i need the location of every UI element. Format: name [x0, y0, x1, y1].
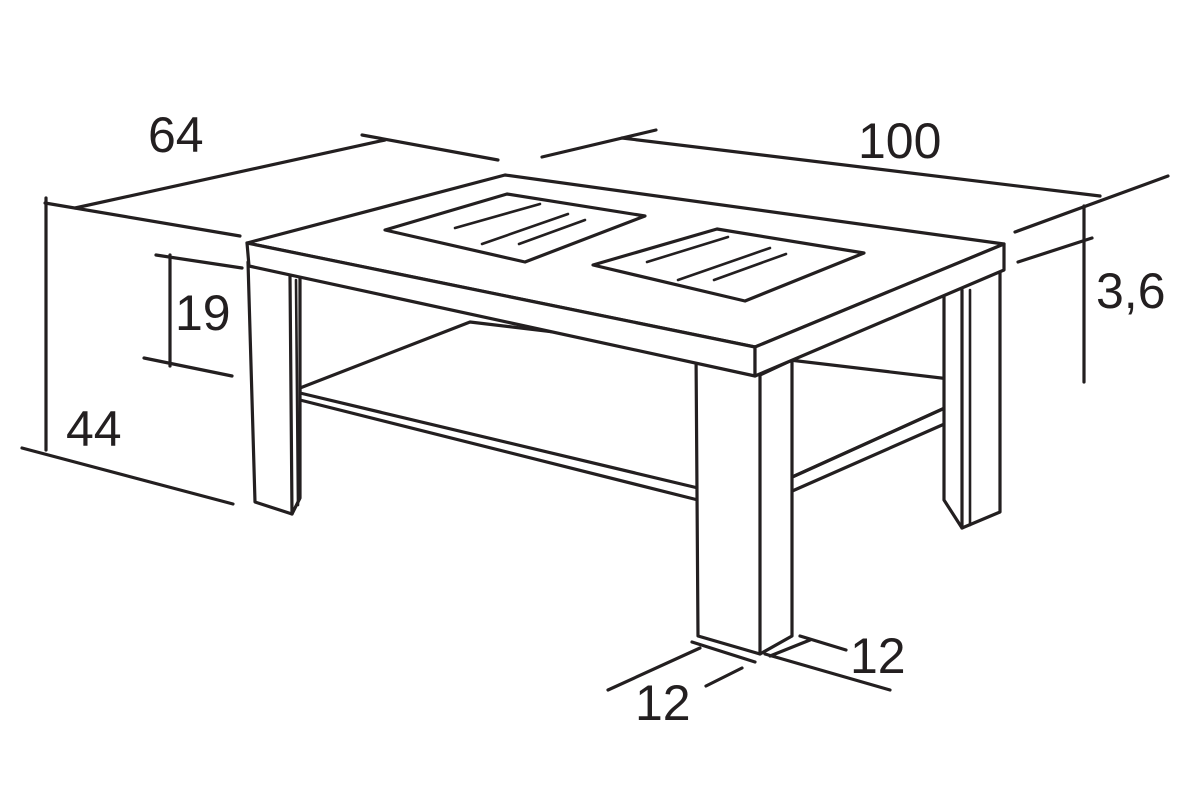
- dim-depth-line: [73, 138, 387, 210]
- label-shelf-clearance: 19: [175, 285, 231, 341]
- dim-leg-front-line: [606, 646, 702, 692]
- top-side-edge: [753, 242, 1006, 378]
- leg-back-right: [942, 268, 1002, 530]
- leg-front-left: [246, 260, 302, 516]
- label-height: 44: [66, 401, 122, 457]
- label-leg-side: 12: [850, 628, 906, 684]
- label-top-thickness: 3,6: [1096, 263, 1166, 319]
- label-depth: 64: [148, 107, 204, 163]
- glass-inset-left: [383, 192, 647, 264]
- table-top: [245, 173, 1006, 378]
- dim-width-line: [620, 136, 1102, 198]
- shelf-side-edge: [788, 416, 960, 494]
- dim-leg-side-line: [768, 638, 812, 658]
- glass-inset-right: [591, 227, 866, 303]
- dimension-labels: 64 100 3,6 19 44 12 12: [66, 107, 1166, 731]
- label-width: 100: [858, 113, 941, 169]
- dimension-lines: [20, 128, 1170, 692]
- shelf-front-edge: [298, 398, 700, 502]
- label-leg-front: 12: [635, 675, 691, 731]
- shelf-right-lower: [788, 400, 960, 480]
- leg-front-corner: [694, 348, 794, 656]
